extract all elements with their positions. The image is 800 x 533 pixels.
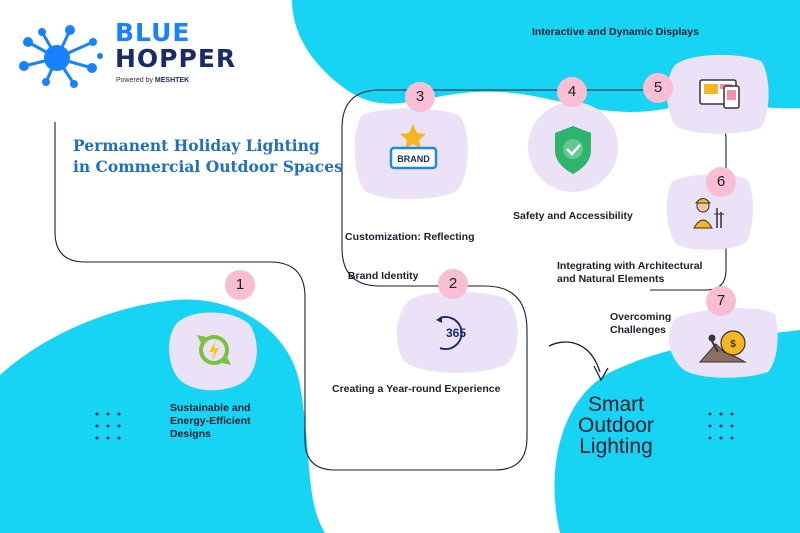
- powered-name: MESHTEK: [154, 77, 190, 84]
- step-7-label-line2: Challenges: [610, 324, 667, 336]
- step-3-label-line2: Brand Identity: [345, 270, 419, 282]
- step-6-label-line1: Integrating with Architectural: [557, 260, 703, 272]
- powered-prefix: Powered by: [116, 77, 153, 84]
- overcome-challenge-icon: $: [698, 330, 747, 363]
- architect-worker-icon: [693, 198, 724, 229]
- step-6-tile: [666, 174, 754, 250]
- svg-text:$: $: [730, 339, 736, 350]
- cyan-blob-bottom-left: [0, 299, 325, 533]
- step-3-tile: BRAND: [354, 108, 468, 200]
- page-title: Permanent Holiday Lighting in Commercial…: [73, 135, 343, 177]
- step-3-label: Customization: Reflecting Brand Identity: [345, 205, 475, 309]
- step-7-label-line1: Overcoming: [610, 311, 672, 323]
- step-6-label-line2: and Natural Elements: [557, 273, 665, 285]
- svg-text:BRAND: BRAND: [397, 154, 430, 164]
- arrow-head: [593, 365, 609, 382]
- cyan-blob-bottom-right: [554, 330, 800, 533]
- step-6-badge: 6: [706, 167, 736, 197]
- step-5-label-line1: Interactive and Dynamic Displays: [532, 26, 699, 38]
- step-1-tile: [169, 312, 257, 391]
- step-7-tile: $: [668, 308, 778, 378]
- shield-check-icon: [555, 126, 591, 174]
- step-2-tile: 365: [396, 291, 518, 373]
- step-7-badge: 7: [706, 286, 736, 316]
- step-1-badge: 1: [225, 270, 255, 300]
- step-1-label-line2: Energy-Efficient: [170, 415, 251, 427]
- dot-grid-right: [708, 412, 734, 440]
- center-title: Smart Outdoor Lighting: [566, 394, 666, 457]
- arrow-curve: [548, 341, 601, 373]
- brand-name-line2: HOPPER: [115, 44, 237, 73]
- center-title-line1: Smart: [587, 393, 644, 416]
- calendar-365-icon: 365: [436, 316, 466, 350]
- center-title-line2: Outdoor: [578, 414, 654, 437]
- brand-name-line1: BLUE: [115, 18, 191, 47]
- step-2-badge: 2: [438, 269, 468, 299]
- step-5-label: Interactive and Dynamic Displays: [532, 26, 699, 39]
- step-3-badge: 3: [405, 82, 435, 112]
- step-5-badge: 5: [643, 73, 673, 103]
- dot-grid-left: [95, 412, 121, 440]
- step-7-label: Overcoming Challenges: [610, 311, 671, 337]
- step-5-tile: [666, 54, 769, 134]
- step-4-badge: 4: [557, 77, 587, 107]
- logo-icon: [19, 25, 103, 88]
- devices-display-icon: [699, 79, 740, 109]
- step-4-label-line1: Safety and Accessibility: [513, 210, 633, 222]
- step-2-label-line1: Creating a Year-round Experience: [332, 383, 501, 395]
- title-line1: Permanent Holiday Lighting: [73, 136, 320, 155]
- title-line2: in Commercial Outdoor Spaces: [73, 157, 343, 176]
- powered-by: Powered by MESHTEK: [116, 77, 189, 84]
- brand-star-icon: BRAND: [389, 124, 438, 170]
- step-1-label-line3: Designs: [170, 428, 211, 440]
- center-title-line3: Lighting: [579, 435, 653, 458]
- step-3-label-line1: Customization: Reflecting: [345, 231, 475, 243]
- energy-recycle-icon: [197, 335, 231, 365]
- step-1-label-line1: Sustainable and: [170, 402, 251, 414]
- step-6-label: Integrating with Architectural and Natur…: [557, 260, 702, 286]
- svg-text:365: 365: [446, 326, 466, 340]
- step-4-label: Safety and Accessibility: [513, 210, 633, 223]
- step-2-label: Creating a Year-round Experience: [332, 383, 500, 396]
- step-1-label: Sustainable and Energy-Efficient Designs: [170, 402, 251, 441]
- step-4-tile: [528, 102, 618, 192]
